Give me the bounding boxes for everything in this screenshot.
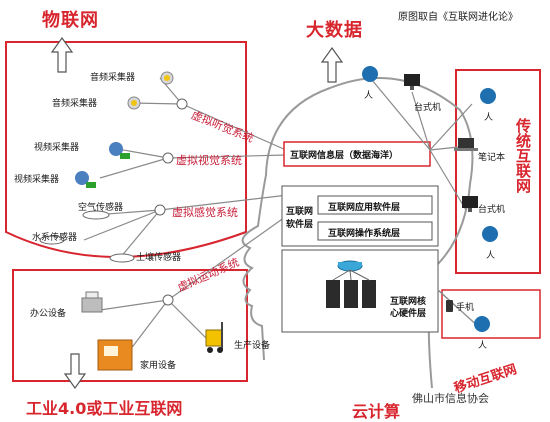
watermark: 佛山市信息协会 [412, 392, 489, 405]
audio-collector-label-2: 音频采集器 [52, 99, 98, 109]
traditional-region-outline [455, 69, 541, 274]
forklift-icon [205, 322, 223, 353]
cloud-title: 云计算 [352, 402, 401, 421]
desktop-label-2: 台式机 [478, 205, 506, 215]
industrial-title: 工业4.0或工业互联网 [26, 399, 183, 418]
water-sensor-label: 水系传感器 [32, 233, 78, 243]
iot-title: 物联网 [42, 10, 99, 31]
video-device-icon-1 [109, 142, 130, 159]
person-label-4: 人 [478, 341, 488, 351]
laptop-icon [454, 138, 478, 151]
production-equipment-label: 生产设备 [234, 341, 271, 351]
mobile-region-outline [441, 289, 541, 339]
printer-icon [81, 291, 103, 313]
desktop-icon-1 [404, 74, 420, 90]
soil-sensor-label: 土壤传感器 [136, 253, 182, 263]
audio-collector-label-1: 音频采集器 [90, 73, 136, 83]
person-label-1: 人 [364, 91, 374, 101]
phone-icon [446, 300, 453, 312]
os-layer-label: 互联网操作系统层 [328, 229, 401, 239]
traditional-internet-title: 传统互联网 [514, 118, 532, 193]
person-label-3: 人 [486, 251, 496, 261]
home-appliance-icon [97, 339, 133, 371]
arrow-up-iot [50, 36, 74, 73]
big-data-title: 大数据 [306, 20, 363, 41]
info-layer-box [283, 141, 431, 167]
phone-label: 手机 [456, 303, 475, 313]
visual-system-label: 虚拟视觉系统 [176, 154, 242, 167]
hardware-links [332, 269, 370, 281]
os-layer-box [317, 221, 433, 241]
industrial-region-outline [12, 269, 248, 382]
audio-device-icon-2 [127, 96, 141, 110]
hardware-layer-label: 互联网核心硬件层 [390, 297, 427, 319]
desktop-label-1: 台式机 [414, 103, 442, 113]
sensing-system-label: 虚拟感觉系统 [172, 206, 238, 219]
right-lines [371, 79, 481, 329]
desktop-icon-2 [462, 196, 478, 212]
iot-lines [83, 77, 289, 351]
router-icon [337, 260, 363, 272]
person-label-2: 人 [484, 113, 494, 123]
software-layer-label: 互联网软件层 [286, 207, 314, 230]
video-collector-label-1: 视频采集器 [34, 143, 80, 153]
arrow-down-industrial [63, 353, 87, 390]
network-nodes [39, 98, 188, 306]
source-note: 原图取自《互联网进化论》 [398, 12, 518, 23]
app-layer-label: 互联网应用软件层 [328, 203, 401, 213]
video-collector-label-2: 视频采集器 [14, 175, 60, 185]
person-icons [362, 66, 498, 332]
home-equipment-label: 家用设备 [140, 361, 177, 371]
head-silhouette [241, 77, 474, 389]
video-device-icon-2 [75, 171, 96, 188]
server-rack-icon [326, 280, 376, 308]
air-sensor-label: 空气传感器 [78, 203, 124, 213]
app-layer-box [317, 195, 433, 215]
arrow-up-bigdata [320, 46, 344, 83]
office-equipment-label: 办公设备 [30, 309, 67, 319]
info-layer-label: 互联网信息层（数据海洋） [290, 151, 399, 161]
audio-device-icon-1 [160, 71, 174, 85]
laptop-label: 笔记本 [478, 153, 506, 163]
